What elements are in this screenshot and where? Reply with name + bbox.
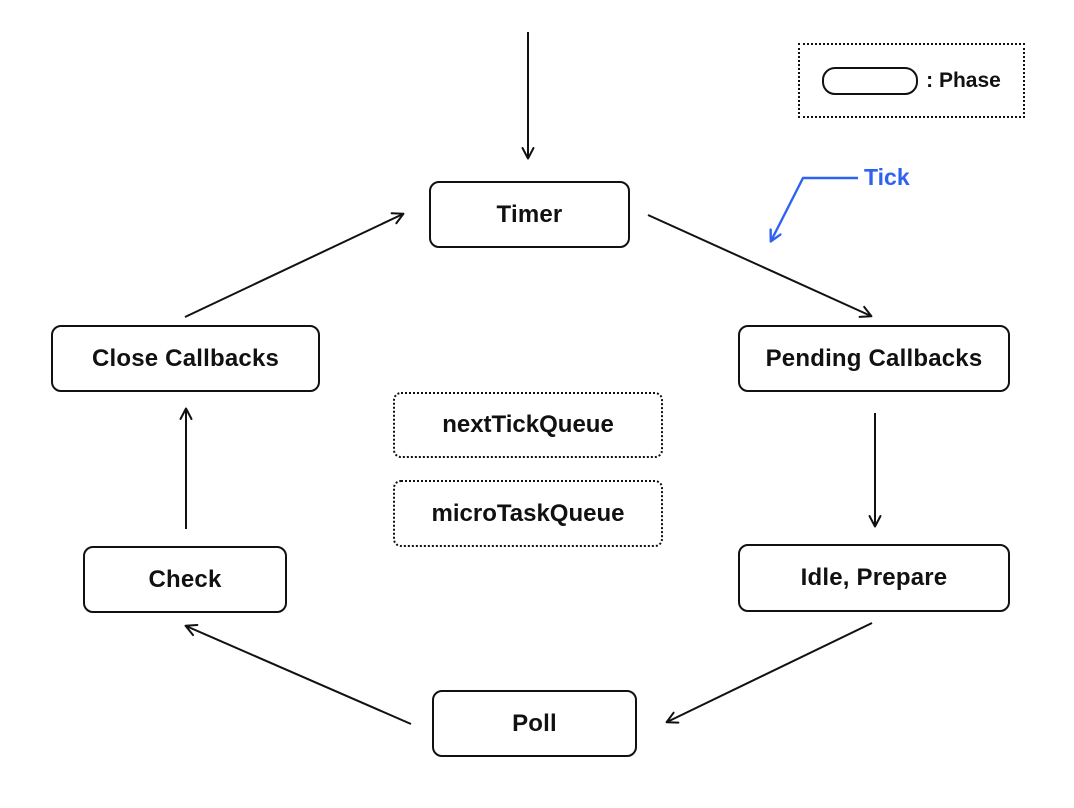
queue-label-next-tick-queue: nextTickQueue [442,411,614,438]
phase-label-timer: Timer [496,200,563,228]
phase-box-pending-callbacks: Pending Callbacks [738,325,1010,392]
queue-label-micro-task-queue: microTaskQueue [431,499,625,527]
phase-shape-icon [822,66,919,95]
edge-close-callbacks-to-timer-arrow [184,212,405,318]
legend: : Phase [798,43,1025,118]
queue-box-next-tick-queue: nextTickQueue [393,392,663,458]
phase-label-idle-prepare: Idle, Prepare [800,564,948,591]
phase-box-timer: Timer [429,181,630,248]
queue-box-micro-task-queue: microTaskQueue [393,480,663,547]
phase-box-poll: Poll [432,690,637,757]
phase-label-poll: Poll [512,709,557,737]
phase-box-check: Check [83,546,287,613]
tick-annotation: Tick [864,164,910,190]
edge-idle-prepare-to-poll-arrow [665,622,873,724]
legend-label: : Phase [926,68,1001,92]
phase-label-check: Check [148,565,222,593]
edge-timer-to-pending-callbacks-arrow [647,214,873,318]
phase-label-close-callbacks: Close Callbacks [91,344,280,372]
tick-pointer-arrow [769,176,858,243]
phase-box-close-callbacks: Close Callbacks [51,325,320,392]
phase-box-idle-prepare: Idle, Prepare [738,544,1010,612]
edge-poll-to-check-arrow [184,623,412,725]
phase-label-pending-callbacks: Pending Callbacks [765,344,983,372]
